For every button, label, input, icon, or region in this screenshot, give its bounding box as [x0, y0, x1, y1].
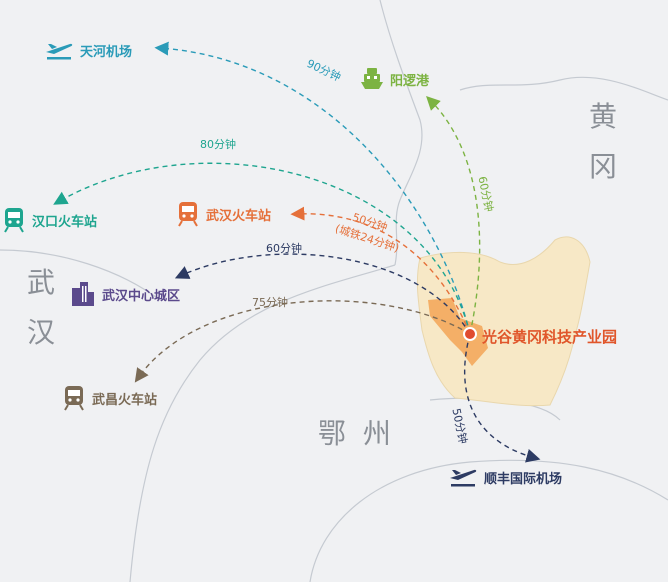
route-shunfeng [463, 333, 541, 463]
route-tianhe [154, 41, 471, 335]
time-hankou: 80分钟 [200, 138, 236, 151]
poi-label: 顺丰国际机场 [484, 471, 563, 487]
route-yangluo [426, 96, 481, 335]
route-wuhan-station [290, 206, 471, 335]
route-arcs [53, 41, 541, 463]
poi-wuchang-station[interactable]: 武昌火车站 [62, 384, 157, 412]
route-wuhan-center [174, 253, 471, 335]
poi-wuhan-center[interactable]: 武汉中心城区 [70, 280, 180, 308]
region-huanggang: 黄冈 [588, 100, 617, 183]
region-ezhou: 鄂 州 [318, 417, 395, 450]
region-wuhan: 武汉 [26, 266, 55, 349]
airplane-icon [46, 43, 73, 60]
train-icon [64, 386, 84, 411]
poi-wuhan-station[interactable]: 武汉火车站 [176, 200, 271, 228]
park-area [416, 236, 591, 407]
buildings-icon [72, 282, 94, 306]
poi-hankou-station[interactable]: 汉口火车站 [2, 206, 97, 234]
poi-label: 天河机场 [80, 44, 133, 60]
airplane-icon [450, 469, 477, 487]
poi-shunfeng-airport[interactable]: 顺丰国际机场 [448, 464, 562, 490]
train-icon [178, 202, 198, 227]
time-wuchang: 75分钟 [252, 296, 288, 309]
route-wuchang [134, 300, 471, 383]
ship-icon [361, 68, 383, 89]
poi-label: 武汉火车站 [206, 208, 272, 224]
poi-yangluo-port[interactable]: 阳逻港 [360, 66, 429, 92]
district-highlight [428, 298, 488, 366]
center-marker [463, 327, 477, 341]
time-wuhan-center: 60分钟 [266, 242, 302, 255]
poi-label: 武昌火车站 [92, 392, 158, 408]
train-icon [4, 208, 24, 233]
route-hankou [53, 162, 471, 335]
poi-tianhe-airport[interactable]: 天河机场 [44, 38, 132, 62]
park-label[interactable]: 光谷黄冈科技产业园 [482, 328, 618, 346]
poi-label: 阳逻港 [390, 73, 430, 89]
poi-label: 武汉中心城区 [102, 288, 181, 304]
poi-label: 汉口火车站 [32, 214, 98, 230]
